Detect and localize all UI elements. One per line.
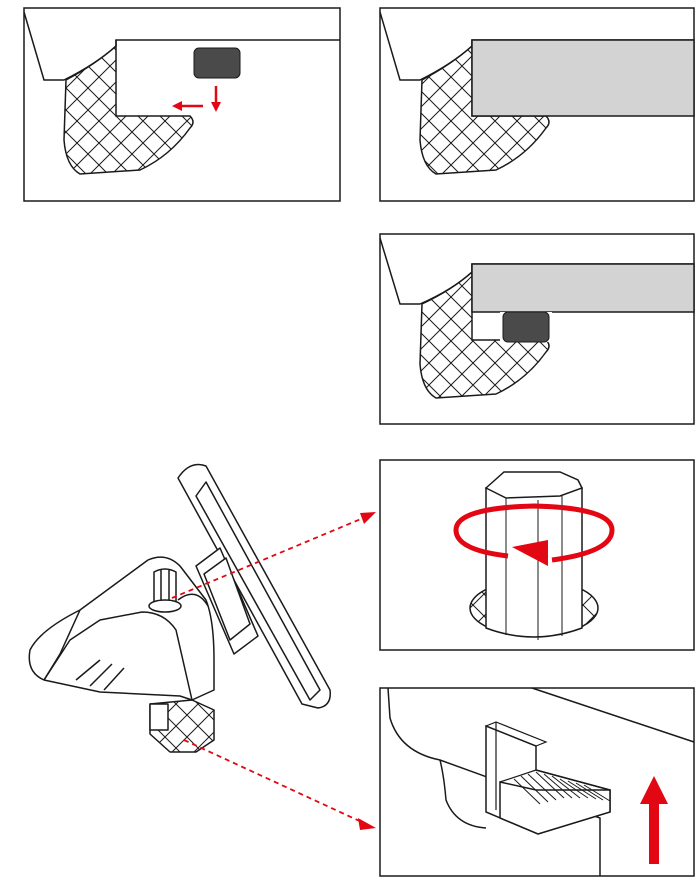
ribbed-latch: [499, 769, 611, 791]
cradle-edge: [177, 593, 209, 607]
knob-top: [484, 471, 584, 499]
mounting-plate: [471, 39, 695, 117]
panel-3: [379, 233, 695, 425]
panel-2: [379, 7, 695, 202]
arrow-left-icon: [172, 101, 203, 111]
arrow-down-icon: [211, 86, 221, 112]
panel-5: [379, 687, 695, 877]
panel-1: [23, 7, 341, 202]
housing-edge: [439, 759, 487, 829]
rubber-pad: [502, 311, 550, 343]
cradle-edge: [43, 611, 193, 701]
mount-neck-inner: [203, 557, 251, 641]
knob-base: [148, 599, 182, 613]
housing-edge: [387, 687, 601, 876]
dashed-callout-arrow-icon: [171, 512, 376, 599]
mounting-plate: [471, 263, 695, 313]
hatched-grip: [419, 264, 550, 399]
housing-edge: [531, 687, 695, 743]
latch-ribs: [513, 771, 611, 805]
dashed-callout-arrow-icon: [183, 739, 376, 830]
hatched-grip: [419, 40, 550, 175]
panel-4: [379, 459, 695, 651]
mounting-disc-rim: [195, 481, 321, 701]
hatched-grip: [63, 40, 194, 175]
rubber-pad: [193, 47, 241, 79]
cradle-edge: [43, 609, 81, 681]
grip-tab: [149, 703, 169, 731]
rotate-arrow-icon: [453, 503, 615, 566]
car-mount-device: [28, 463, 331, 753]
cradle-vents: [75, 659, 125, 691]
latch-housing: [485, 721, 548, 747]
cradle-body: [28, 556, 215, 701]
arrow-up-icon: [640, 776, 668, 864]
